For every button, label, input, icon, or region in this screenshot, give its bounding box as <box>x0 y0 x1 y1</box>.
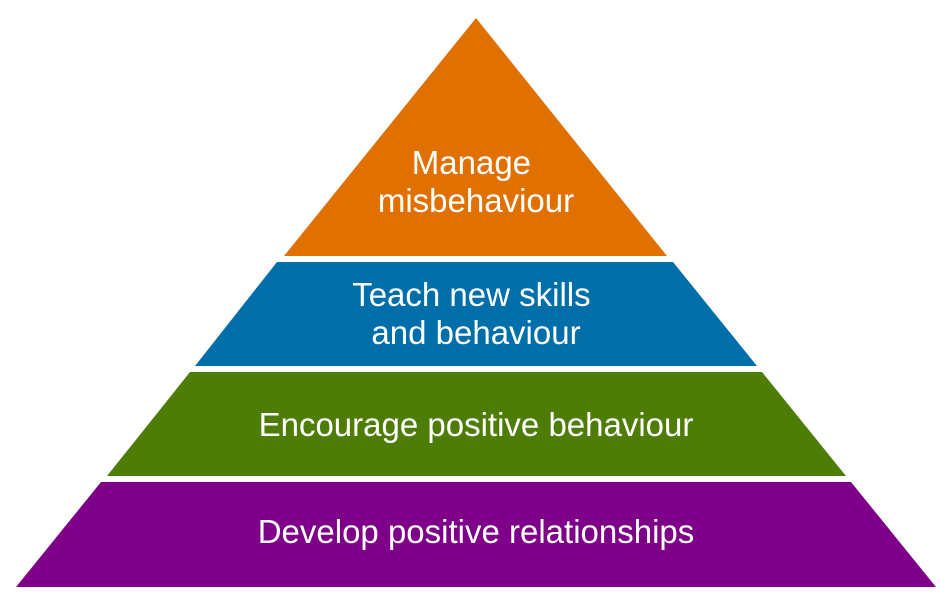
tier-3-shape <box>107 372 846 476</box>
tier-2-label-line-2: and behaviour <box>371 314 580 351</box>
tier-2-label-line-1: Teach new skills <box>352 276 590 313</box>
tier-4-shape <box>16 482 936 587</box>
tier-3-label: Encourage positive behaviour <box>259 406 694 443</box>
tier-1-label: Manage misbehaviour <box>378 144 574 219</box>
tier-4-label-line-1: Develop positive relationships <box>258 513 695 550</box>
tier-3-label-line-1: Encourage positive behaviour <box>259 406 694 443</box>
tier-4-label: Develop positive relationships <box>258 513 695 550</box>
tier-2-label: Teach new skills and behaviour <box>352 276 600 351</box>
tier-1-shape <box>284 18 667 256</box>
tier-1-label-line-1: Manage <box>412 144 531 181</box>
tier-1-label-line-2: misbehaviour <box>378 182 574 219</box>
tier-2-shape <box>195 262 757 366</box>
